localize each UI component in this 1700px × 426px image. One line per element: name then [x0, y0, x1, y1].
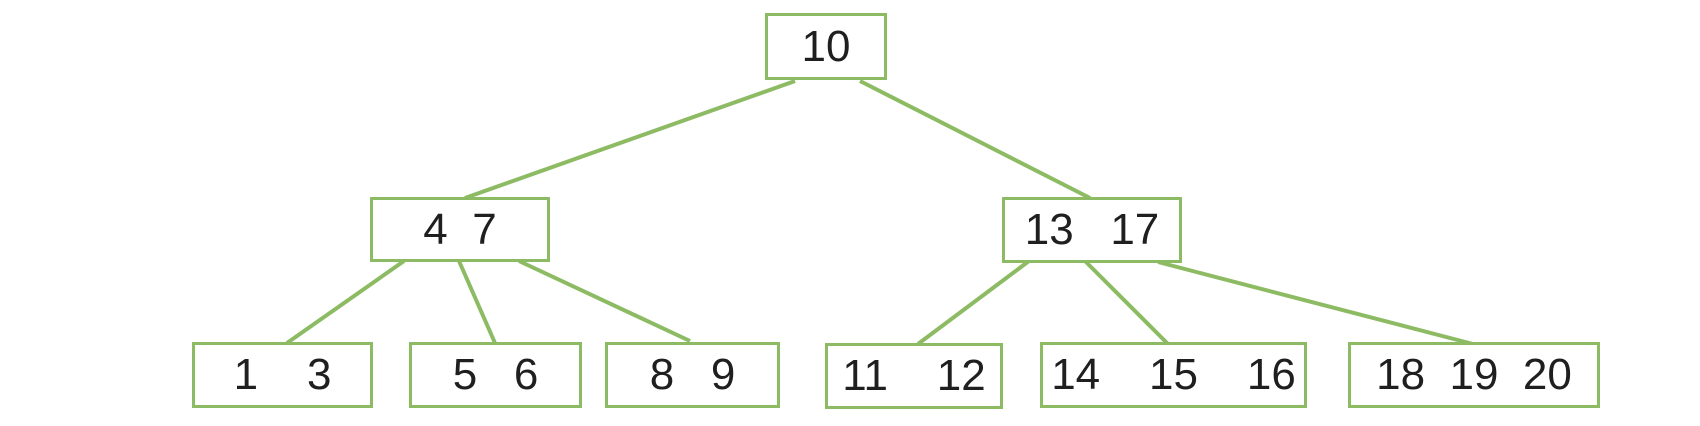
tree-node-internal-right: 13 17: [1002, 197, 1182, 263]
node-keys-leaf-2: 5 6: [452, 350, 539, 399]
tree-node-leaf-5: 14 15 16: [1040, 342, 1307, 408]
tree-node-root: 10: [765, 13, 887, 80]
edge-root-to-internal-left: [464, 79, 796, 200]
node-keys-leaf-6: 18 19 20: [1376, 350, 1572, 399]
tree-node-leaf-6: 18 19 20: [1348, 342, 1600, 408]
node-keys-leaf-3: 8 9: [649, 350, 736, 399]
edge-internal-right-to-leaf-6: [1157, 260, 1474, 346]
node-keys-root: 10: [801, 21, 851, 71]
tree-node-internal-left: 4 7: [370, 197, 550, 262]
node-keys-internal-left: 4 7: [423, 204, 497, 254]
node-keys-internal-right: 13 17: [1024, 205, 1160, 254]
edge-root-to-internal-right: [859, 79, 1091, 200]
tree-node-leaf-3: 8 9: [605, 342, 780, 408]
node-keys-leaf-4: 11 12: [842, 351, 986, 400]
edge-internal-left-to-leaf-2: [457, 260, 497, 344]
tree-node-leaf-2: 5 6: [409, 342, 582, 408]
edge-internal-right-to-leaf-5: [1083, 259, 1170, 346]
node-keys-leaf-5: 14 15 16: [1051, 350, 1296, 399]
edge-internal-left-to-leaf-1: [285, 259, 406, 345]
tree-node-leaf-1: 1 3: [192, 342, 373, 408]
edge-internal-right-to-leaf-4: [916, 259, 1031, 346]
edge-internal-left-to-leaf-3: [518, 259, 691, 343]
tree-node-leaf-4: 11 12: [825, 343, 1003, 409]
node-keys-leaf-1: 1 3: [233, 350, 332, 399]
